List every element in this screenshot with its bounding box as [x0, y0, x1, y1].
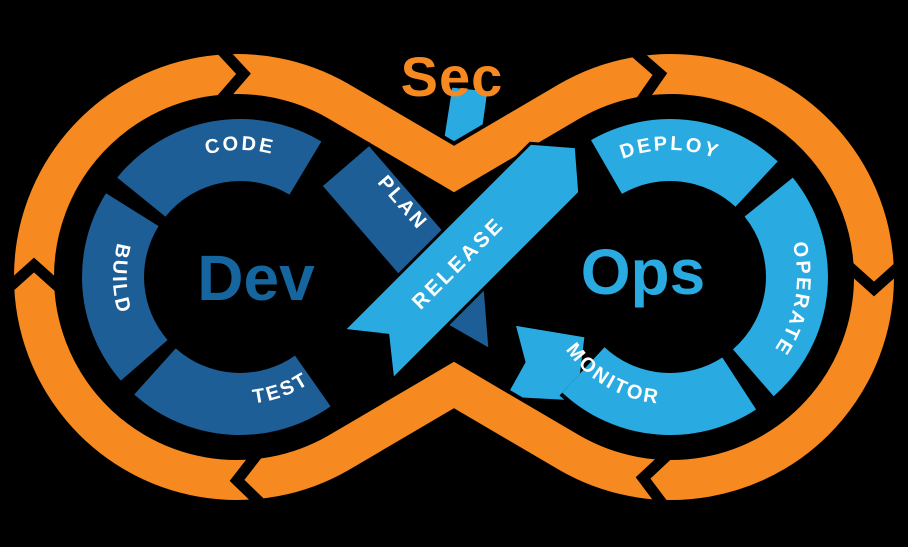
ops-title: Ops [581, 236, 705, 308]
flow-arrows [1, 41, 907, 513]
operate-arc [732, 177, 828, 397]
dev-title: Dev [197, 242, 315, 314]
release-ribbon [340, 141, 582, 383]
flow-arrow-top-right-icon [626, 44, 668, 110]
stage-label-code: CODE [203, 133, 277, 159]
flow-arrow-bottom-left-icon [229, 446, 269, 512]
flow-arrow-bottom-right-icon [635, 447, 676, 513]
deploy-arc [591, 119, 778, 208]
flow-arrow-left-icon [1, 257, 67, 296]
code-arc [117, 119, 322, 218]
stage-label-build: BUILD [108, 242, 135, 317]
dev-ring [78, 115, 333, 439]
monitor-band-tail [501, 322, 588, 404]
sec-title: Sec [401, 45, 504, 108]
flow-arrow-right-icon [841, 258, 907, 297]
flow-arrow-top-left-icon [212, 41, 251, 107]
build-arc [82, 193, 169, 381]
ops-ring [559, 115, 832, 439]
monitor-arc [562, 346, 757, 435]
security-loop-band [14, 54, 894, 500]
test-arc [134, 347, 331, 435]
